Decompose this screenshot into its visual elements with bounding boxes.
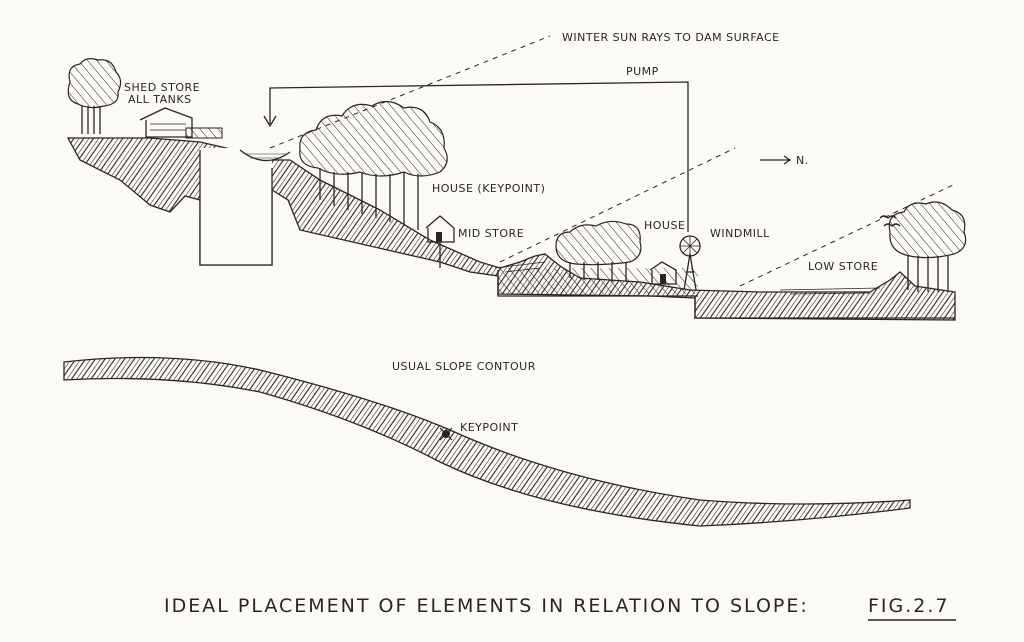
- top-dam: [239, 149, 291, 162]
- forest-keypoint: [299, 100, 448, 230]
- house-keypoint-label: HOUSE (KEYPOINT): [432, 182, 545, 195]
- usual-slope-contour: [63, 356, 911, 527]
- house-keypoint: [425, 215, 455, 243]
- forest-middle: [555, 220, 642, 282]
- usual-slope-label: USUAL SLOPE CONTOUR: [392, 360, 536, 373]
- sun-rays-label: WINTER SUN RAYS TO DAM SURFACE: [562, 31, 780, 44]
- north-label: N.: [796, 154, 809, 167]
- shed-store-label-2: ALL TANKS: [128, 93, 192, 106]
- keypoint-label: KEYPOINT: [460, 421, 518, 434]
- pump-line: [269, 81, 689, 232]
- windmill-label: WINDMILL: [710, 227, 770, 240]
- upper-ground-profile: [66, 137, 956, 321]
- shed-store-label-1: SHED STORE: [124, 81, 200, 94]
- north-arrow: [760, 155, 792, 165]
- pump-arrow: [263, 115, 277, 128]
- house-lower: [649, 261, 677, 285]
- house-label: HOUSE: [644, 219, 685, 232]
- pump-label: PUMP: [626, 65, 659, 78]
- mid-store-label: MID STORE: [458, 227, 524, 240]
- figure-number: FIG.2.7: [868, 595, 950, 617]
- birds: [879, 215, 901, 227]
- tree-right: [888, 201, 967, 292]
- keypoint-marker: [439, 427, 453, 441]
- shed: [139, 107, 223, 139]
- figure-caption: IDEAL PLACEMENT OF ELEMENTS IN RELATION …: [164, 595, 809, 617]
- low-store-water: [779, 287, 881, 295]
- mid-store-water: [494, 261, 546, 273]
- tree-left: [67, 58, 122, 134]
- low-store-label: LOW STORE: [808, 260, 878, 273]
- windmill: [679, 235, 701, 291]
